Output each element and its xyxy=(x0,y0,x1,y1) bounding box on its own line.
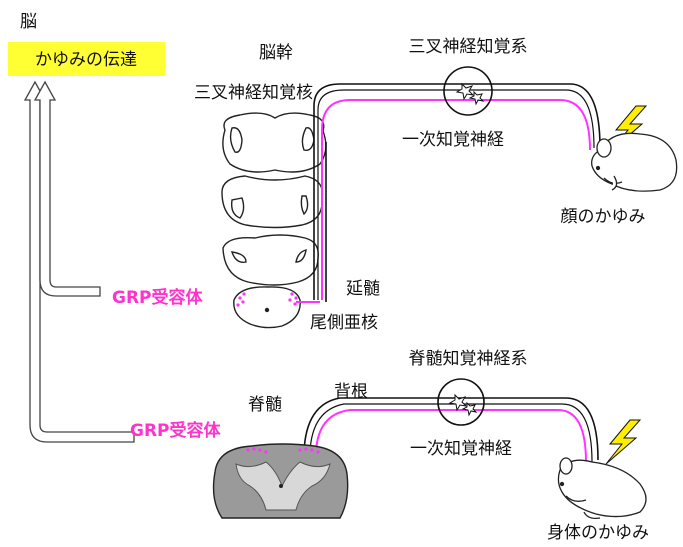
lower-lightning-icon xyxy=(605,419,642,465)
dorsal-root-label: 背根 xyxy=(334,382,368,402)
trigeminal-pathway xyxy=(296,83,601,303)
medulla-label: 延髄 xyxy=(346,279,380,299)
body-itch-label: 身体のかゆみ xyxy=(547,523,649,543)
trigeminal-primary-neuron-label: 一次知覚神経 xyxy=(402,130,504,150)
nucleus-label: 三叉神経知覚核 xyxy=(194,83,313,103)
brainstem-receptor-label: GRP受容体 xyxy=(112,287,204,308)
medulla-receptor-dots xyxy=(236,292,298,307)
brainstem-label: 脳幹 xyxy=(259,42,293,63)
lower-mouse-icon xyxy=(557,457,647,520)
trigeminal-system-label: 三叉神経知覚系 xyxy=(409,37,528,57)
spinal-receptor-dots xyxy=(246,447,320,454)
spinal-receptor-label: GRP受容体 xyxy=(130,420,222,441)
spinal-label: 脊髄 xyxy=(248,395,282,415)
spinal-ganglion-icon xyxy=(437,378,485,426)
neuron-star-icon xyxy=(455,82,485,106)
up-arrow-icon xyxy=(23,80,135,443)
spinal-cord-section xyxy=(212,443,349,519)
spinal-neuron-star-icon xyxy=(448,393,478,417)
spinal-trigeminal-label: 尾側亜核 xyxy=(310,313,378,333)
ganglion-icon xyxy=(443,66,493,116)
brainstem-sections xyxy=(221,112,327,329)
banner-box xyxy=(8,42,165,76)
spinal-system-label: 脊髄知覚神経系 xyxy=(409,349,528,369)
mouse-icon xyxy=(591,132,678,192)
banner-text: かゆみの伝達 xyxy=(35,50,137,70)
spinal-primary-neuron-label: 一次知覚神経 xyxy=(410,439,512,459)
face-itch-label: 顔のかゆみ xyxy=(561,207,646,227)
brain-label: 脳 xyxy=(20,12,37,32)
